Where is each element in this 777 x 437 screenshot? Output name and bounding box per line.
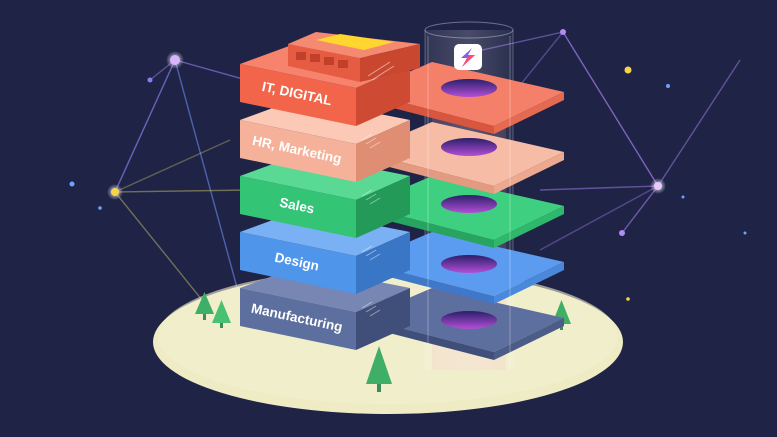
lightning-bolt-app-icon	[454, 44, 482, 70]
rooftop	[288, 32, 420, 82]
floor-label-sales: Sales	[278, 195, 316, 217]
tree-icon	[212, 300, 231, 328]
staircase	[361, 133, 381, 317]
tree-icon	[366, 346, 392, 392]
tree-icon	[195, 292, 214, 320]
